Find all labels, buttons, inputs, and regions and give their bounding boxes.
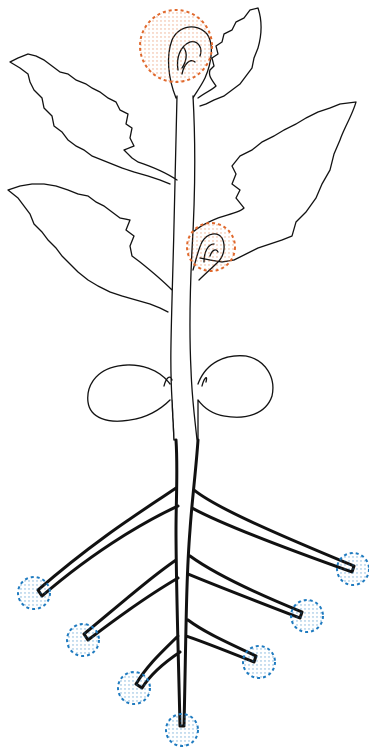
axillary-bud-meristem bbox=[187, 223, 235, 271]
root-tip-meristem-right-middle bbox=[291, 600, 323, 632]
cotyledon-right bbox=[198, 356, 273, 417]
root-tip-meristem-right-lower bbox=[243, 646, 275, 678]
root-right-upper bbox=[192, 490, 354, 572]
root-left-upper bbox=[38, 488, 178, 596]
taproot bbox=[176, 440, 198, 726]
leaf-upper-left bbox=[10, 54, 177, 184]
main-stem bbox=[171, 96, 177, 440]
root-right-middle bbox=[188, 556, 302, 618]
root-tip-meristem-right-upper bbox=[337, 553, 369, 585]
root-tip-meristem-left-middle bbox=[67, 624, 99, 656]
cotyledon-left bbox=[88, 365, 170, 421]
root-tip-meristem-left-upper bbox=[18, 577, 50, 609]
root-tip-meristem-bottom bbox=[166, 714, 198, 746]
apical-shoot-meristem bbox=[140, 10, 212, 82]
root-left-middle bbox=[84, 560, 178, 640]
leaf-lower-left bbox=[8, 184, 172, 312]
root-tip-meristem-left-lower bbox=[118, 672, 150, 704]
